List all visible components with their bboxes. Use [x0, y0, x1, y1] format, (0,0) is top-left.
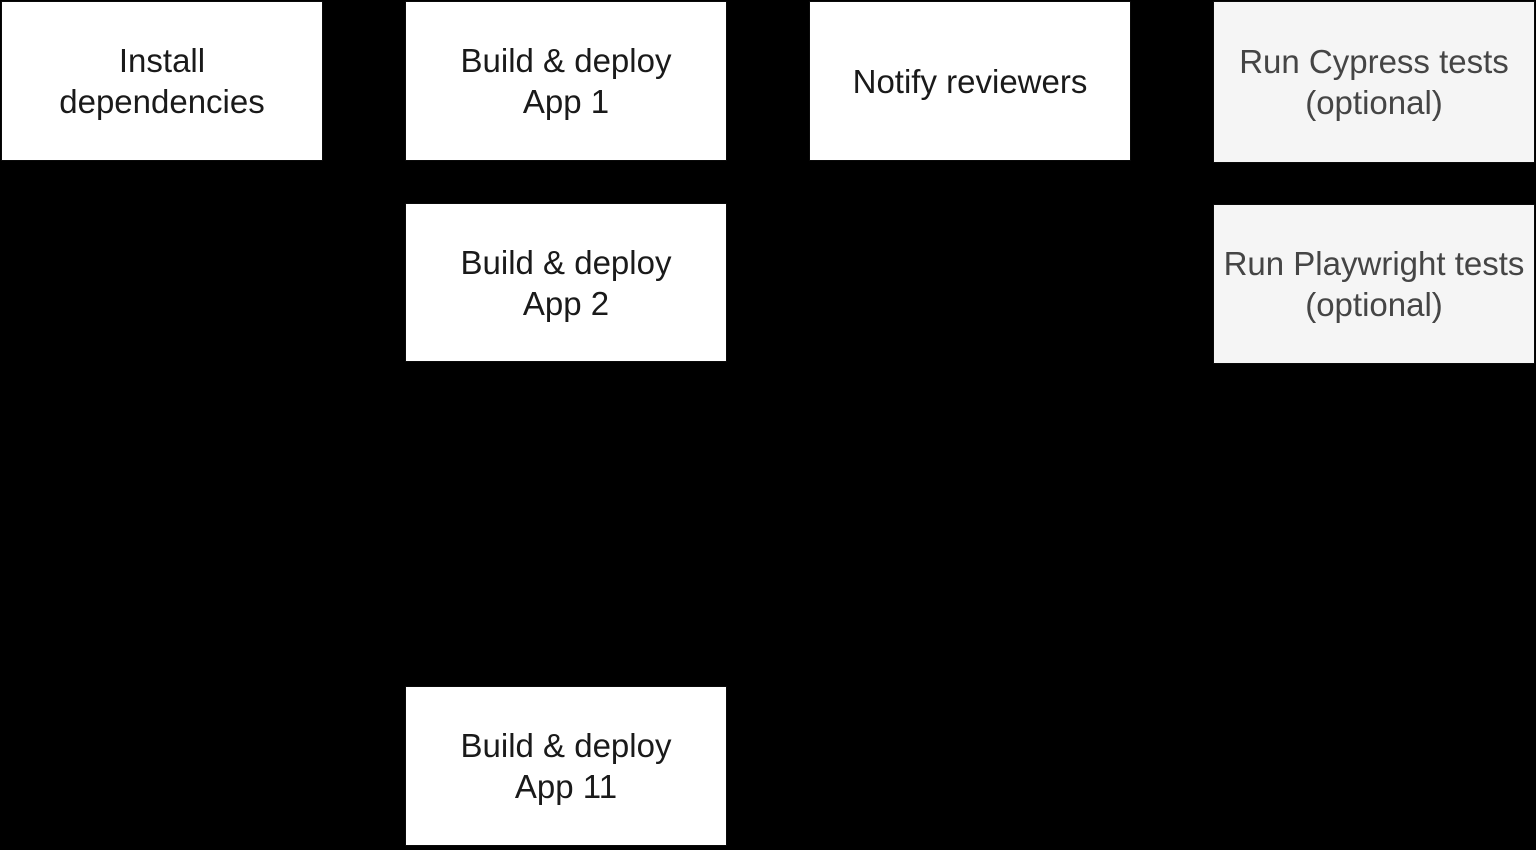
workflow-node-notify-reviewers: Notify reviewers — [809, 1, 1131, 161]
node-label-line: Build & deploy — [460, 243, 672, 281]
node-label: Run Cypress tests (optional) — [1239, 41, 1509, 123]
node-label: Run Playwright tests (optional) — [1224, 243, 1525, 325]
workflow-node-build-deploy-app-11: Build & deploy App 11 — [405, 686, 727, 846]
node-label: Install dependencies — [59, 40, 265, 122]
node-label-line: App 1 — [522, 83, 610, 120]
node-label-line: Build & deploy — [460, 42, 672, 79]
workflow-node-build-deploy-app-2: Build & deploy App 2 — [405, 203, 727, 362]
node-label-line: App 2 — [522, 284, 610, 322]
node-label-line: Run Cypress tests — [1239, 43, 1509, 80]
node-label: Notify reviewers — [853, 61, 1088, 102]
node-label: Build & deploy App 11 — [461, 725, 672, 807]
node-label-line: Run Playwright tests — [1223, 245, 1525, 282]
node-label-line: (optional) — [1305, 286, 1443, 323]
node-label-line: Install — [118, 42, 206, 79]
node-label-line: Build & deploy — [460, 727, 672, 764]
node-label-line: Notify reviewers — [852, 62, 1088, 100]
node-label: Build & deploy App 2 — [461, 242, 672, 324]
node-label-line: (optional) — [1305, 84, 1443, 121]
workflow-node-build-deploy-app-1: Build & deploy App 1 — [405, 1, 727, 161]
node-label-line: dependencies — [59, 83, 265, 120]
workflow-node-run-playwright-tests-optional: Run Playwright tests (optional) — [1213, 204, 1535, 364]
workflow-node-install-dependencies: Install dependencies — [1, 1, 323, 161]
node-label-line: App 11 — [514, 768, 618, 805]
node-label: Build & deploy App 1 — [461, 40, 672, 122]
workflow-node-run-cypress-tests-optional: Run Cypress tests (optional) — [1213, 1, 1535, 163]
